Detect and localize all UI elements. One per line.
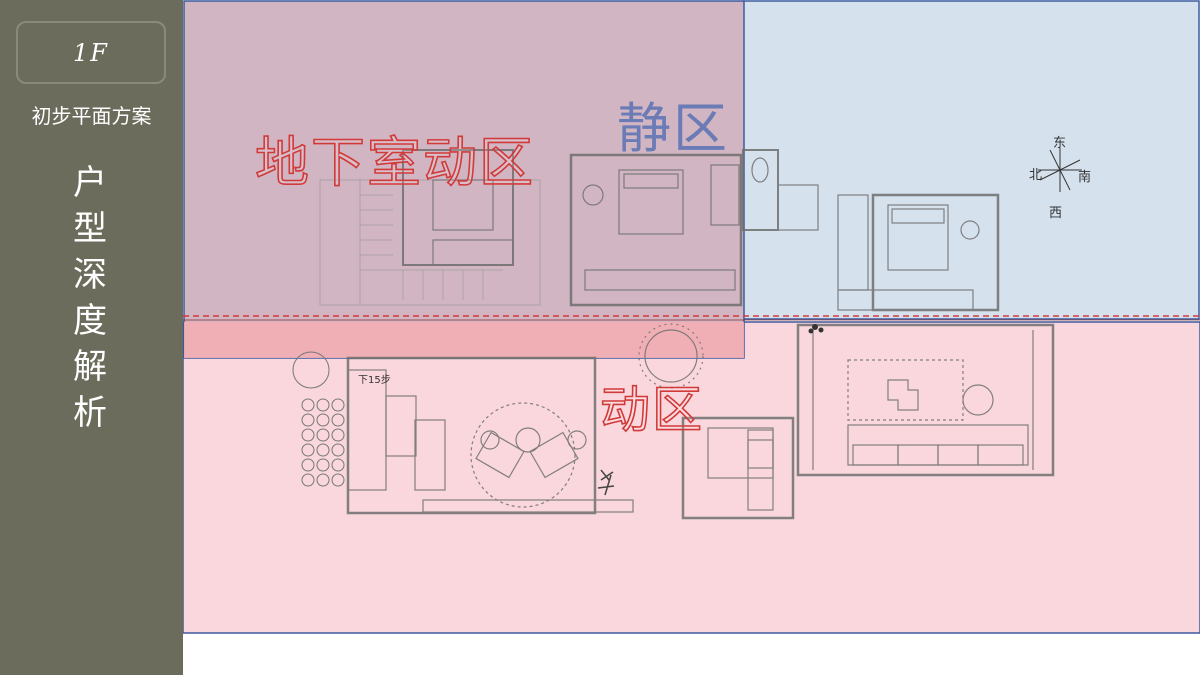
active-zone-area bbox=[183, 321, 1200, 634]
compass-south: 南 bbox=[1078, 170, 1092, 185]
compass-east: 东 bbox=[1053, 136, 1067, 151]
sidebar: 1F 初步平面方案 户 型 深 度 解 析 bbox=[0, 0, 183, 675]
title-char: 深 bbox=[73, 255, 107, 295]
plant-icon bbox=[808, 324, 824, 334]
compass-icon bbox=[1038, 148, 1082, 192]
basement-lower-band bbox=[184, 322, 744, 358]
quiet-zone-label: 静区 bbox=[617, 97, 729, 160]
title-char: 型 bbox=[73, 209, 107, 249]
plan-linework bbox=[319, 149, 1055, 520]
title-char: 析 bbox=[73, 393, 107, 433]
plan-subtitle: 初步平面方案 bbox=[31, 104, 152, 128]
compass-north: 北 bbox=[1029, 168, 1043, 183]
active-zone-label: 动区 bbox=[599, 380, 704, 440]
compass-west: 西 bbox=[1049, 206, 1063, 221]
stairs-down-label: 下15步 bbox=[358, 374, 391, 386]
basement-active-zone-label: 地下室动区 bbox=[254, 130, 535, 195]
title-char: 户 bbox=[73, 163, 107, 203]
plant-icon bbox=[597, 469, 615, 496]
floor-plan: 下15步 bbox=[183, 0, 1200, 634]
floor-badge: 1F bbox=[16, 21, 166, 84]
floor-label: 1F bbox=[73, 38, 109, 67]
title-char: 度 bbox=[73, 301, 107, 341]
quiet-zone-area bbox=[742, 0, 1200, 320]
vertical-title: 户 型 深 度 解 析 bbox=[60, 160, 120, 436]
patio-seating bbox=[292, 351, 345, 487]
title-char: 解 bbox=[73, 347, 107, 387]
